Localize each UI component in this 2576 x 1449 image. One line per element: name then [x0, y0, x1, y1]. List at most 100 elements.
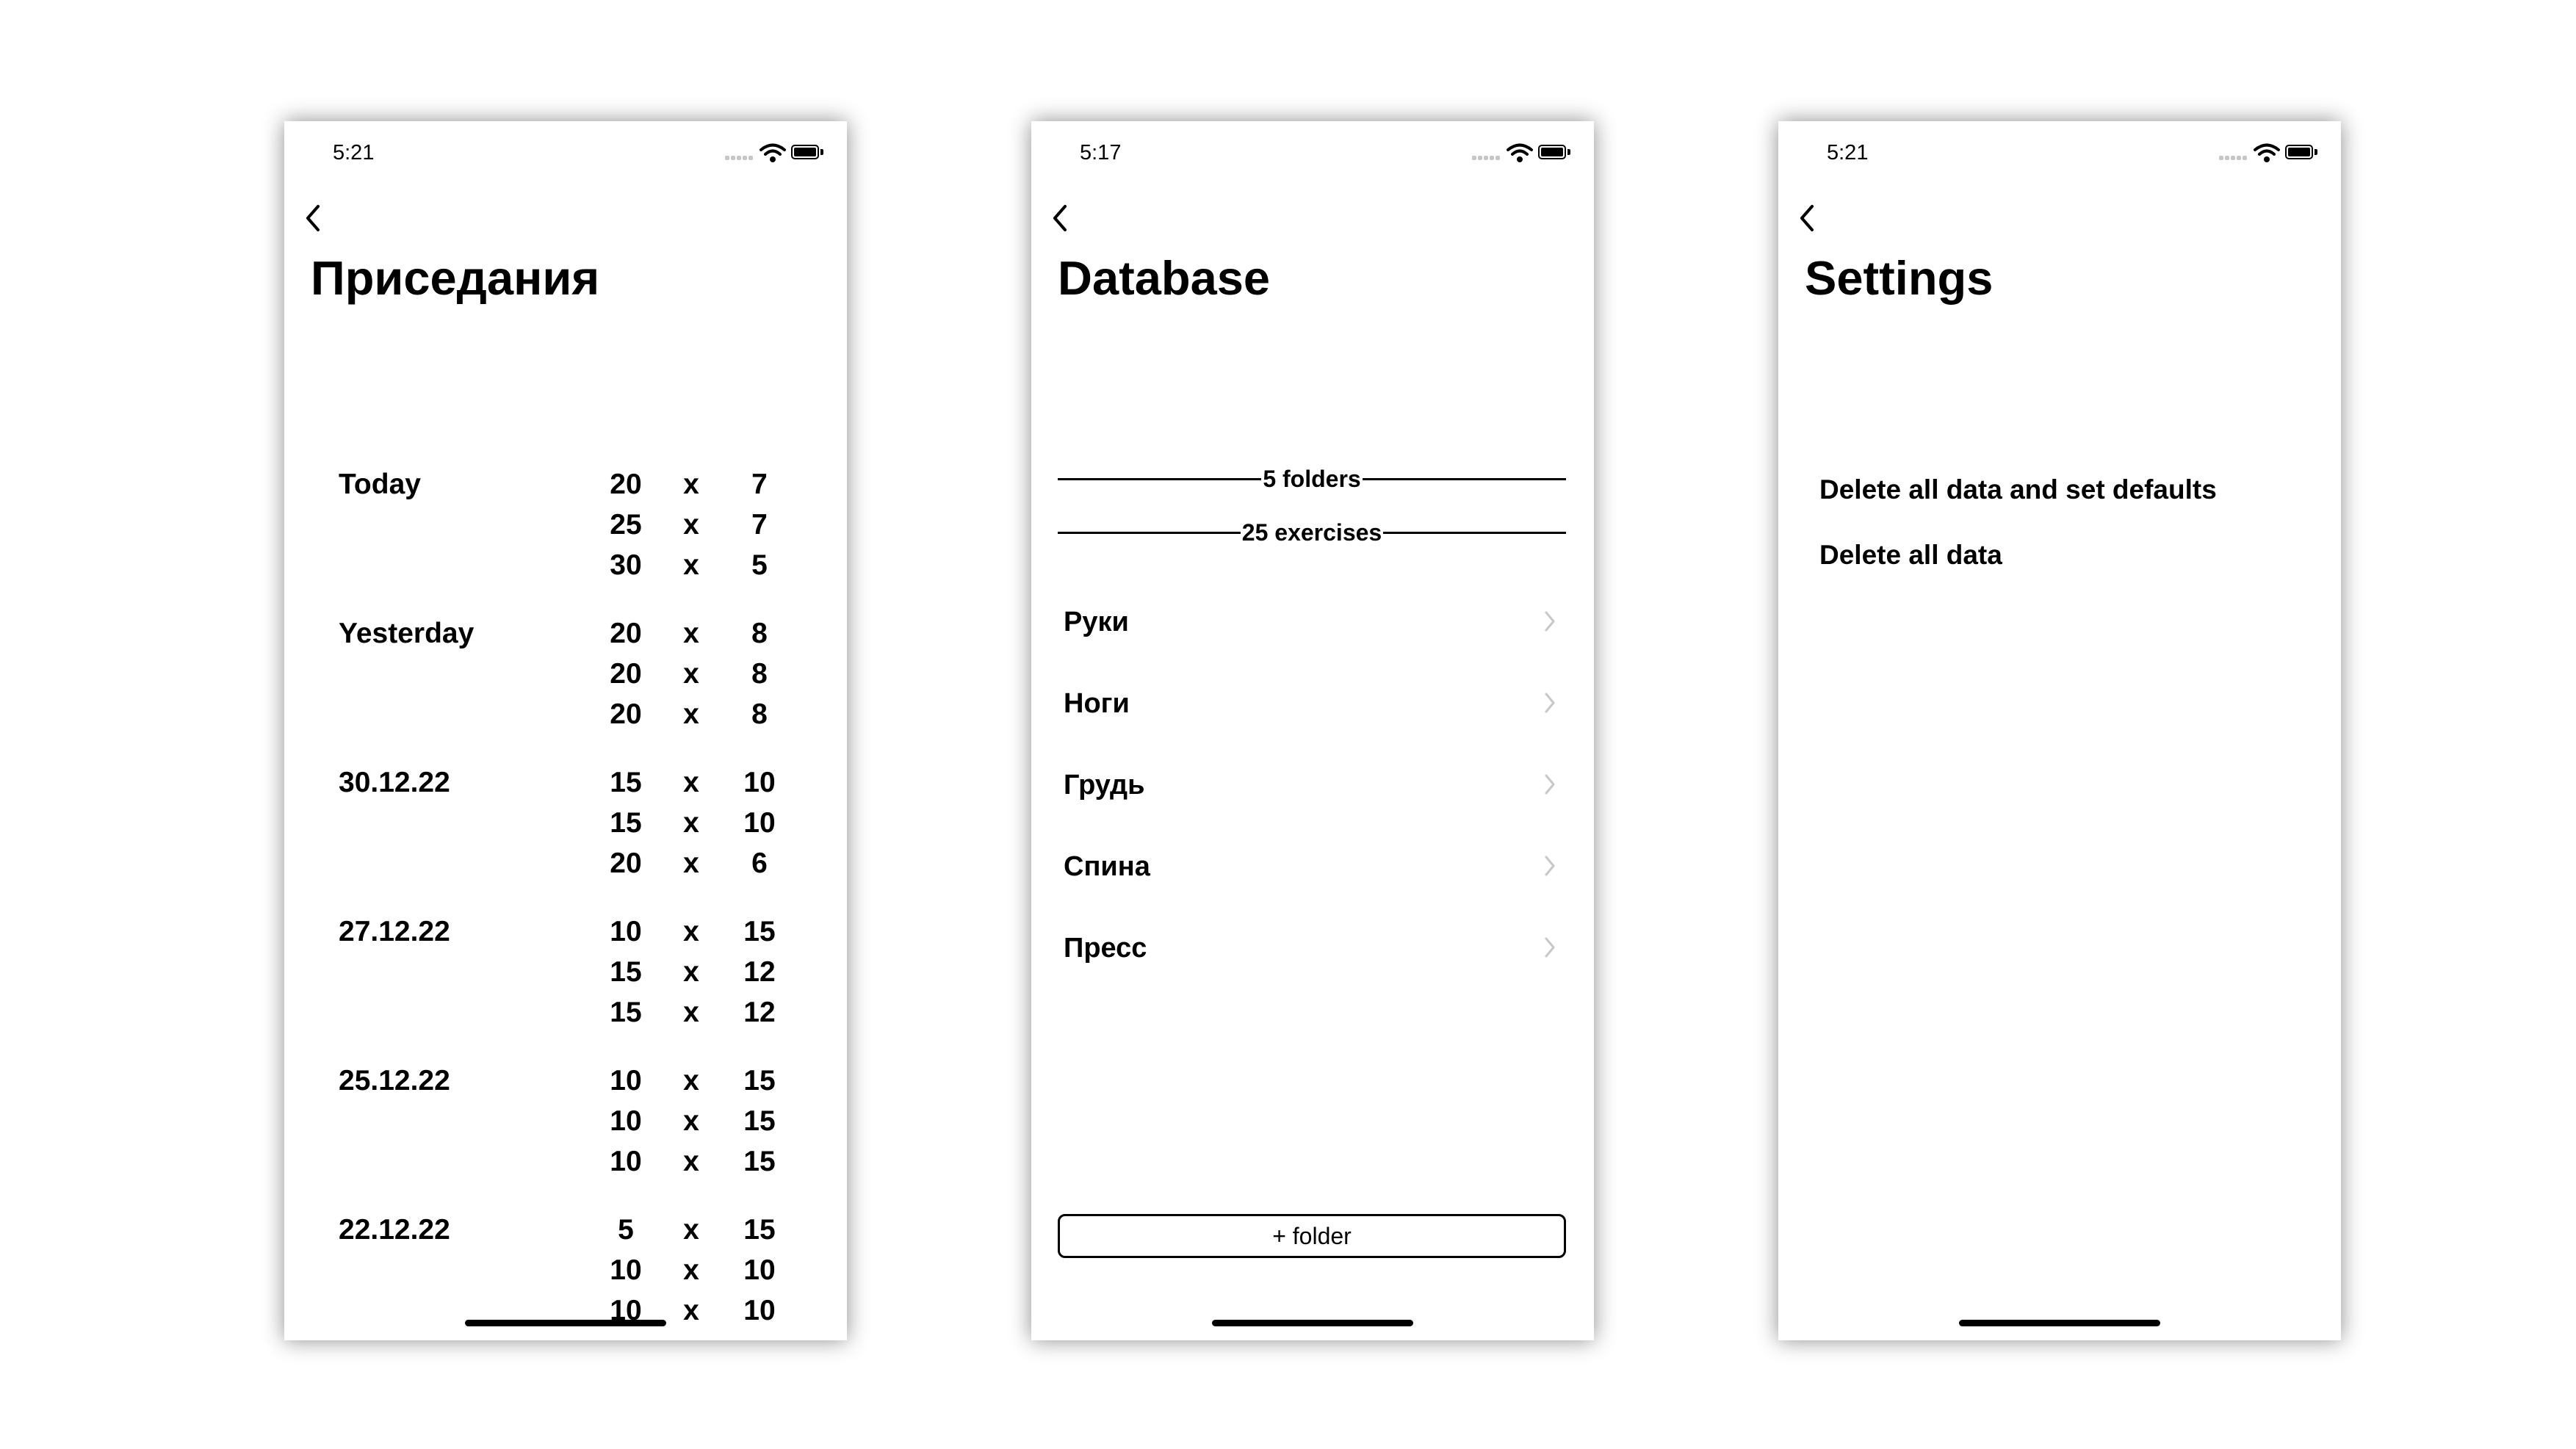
phone-screen-database: 5:17 Database 5 folders 25 exercises Рук… — [1031, 121, 1594, 1340]
set-reps: 10 — [743, 807, 776, 839]
times-sign: x — [683, 658, 699, 690]
set-weight: 20 — [610, 698, 642, 730]
folders-count-label: 5 folders — [1261, 466, 1363, 492]
set-reps: 15 — [743, 1214, 776, 1246]
set-weight: 15 — [610, 956, 642, 988]
phone-screen-settings: 5:21 Settings Delete all data and set de… — [1778, 121, 2341, 1340]
battery-icon — [791, 145, 825, 161]
set-weight: 5 — [618, 1214, 634, 1246]
home-indicator — [1212, 1320, 1413, 1326]
times-sign: x — [683, 509, 699, 541]
cellular-signal-icon — [1472, 154, 1500, 160]
divider-line — [1312, 532, 1566, 534]
times-sign: x — [683, 1146, 699, 1177]
chevron-right-icon — [1545, 937, 1555, 958]
folder-row[interactable]: Пресс — [1064, 919, 1566, 978]
times-sign: x — [683, 469, 699, 500]
set-reps: 15 — [743, 916, 776, 947]
status-time: 5:21 — [333, 141, 375, 165]
set-reps: 15 — [743, 1065, 776, 1096]
times-sign: x — [683, 807, 699, 839]
set-reps: 10 — [743, 1295, 776, 1326]
set-weight: 30 — [610, 549, 642, 581]
set-weight: 25 — [610, 509, 642, 541]
set-weight: 10 — [610, 1254, 642, 1286]
set-weight: 15 — [610, 997, 642, 1028]
chevron-right-icon — [1545, 611, 1555, 632]
battery-icon — [2285, 145, 2319, 161]
page-title: Database — [1058, 251, 1271, 305]
folder-row[interactable]: Грудь — [1064, 756, 1566, 814]
chevron-left-icon[interactable] — [1046, 202, 1075, 234]
day-label: Today — [339, 469, 421, 500]
add-folder-button[interactable]: + folder — [1058, 1214, 1566, 1258]
times-sign: x — [683, 1105, 699, 1137]
set-row: 15 x 10 — [284, 805, 847, 842]
chevron-left-icon[interactable] — [1793, 202, 1822, 234]
divider-line — [1058, 532, 1312, 534]
times-sign: x — [683, 956, 699, 988]
day-label: Yesterday — [339, 618, 475, 649]
set-reps: 15 — [743, 1105, 776, 1137]
times-sign: x — [683, 1065, 699, 1096]
exercises-count-divider: 25 exercises — [1058, 514, 1566, 551]
set-row: 20 x 6 — [284, 845, 847, 882]
set-row: 20 x 8 — [284, 696, 847, 733]
times-sign: x — [683, 1254, 699, 1286]
folder-label: Спина — [1064, 851, 1150, 882]
times-sign: x — [683, 997, 699, 1028]
set-row: 5 x 15 — [284, 1212, 847, 1249]
folders-count-divider: 5 folders — [1058, 460, 1566, 497]
day-label: 25.12.22 — [339, 1065, 450, 1096]
status-time: 5:17 — [1080, 141, 1122, 165]
times-sign: x — [683, 698, 699, 730]
wifi-icon — [760, 143, 786, 162]
folder-row[interactable]: Руки — [1064, 593, 1566, 651]
times-sign: x — [683, 1214, 699, 1246]
set-row: 25 x 7 — [284, 507, 847, 543]
set-reps: 5 — [751, 549, 768, 581]
set-reps: 8 — [751, 698, 768, 730]
set-reps: 12 — [743, 997, 776, 1028]
delete-all-data-and-set-defaults-button[interactable]: Delete all data and set defaults — [1819, 474, 2217, 505]
set-weight: 20 — [610, 658, 642, 690]
delete-all-data-button[interactable]: Delete all data — [1819, 540, 2002, 570]
set-row: 15 x 12 — [284, 954, 847, 991]
divider-line — [1312, 478, 1566, 480]
day-label: 27.12.22 — [339, 916, 450, 947]
set-weight: 10 — [610, 916, 642, 947]
set-reps: 12 — [743, 956, 776, 988]
folder-label: Ноги — [1064, 688, 1130, 719]
times-sign: x — [683, 848, 699, 879]
set-weight: 10 — [610, 1105, 642, 1137]
times-sign: x — [683, 618, 699, 649]
times-sign: x — [683, 1295, 699, 1326]
folder-row[interactable]: Ноги — [1064, 674, 1566, 733]
set-reps: 7 — [751, 509, 768, 541]
folder-row[interactable]: Спина — [1064, 837, 1566, 896]
status-icons — [1472, 142, 1572, 164]
set-reps: 10 — [743, 767, 776, 798]
set-weight: 15 — [610, 807, 642, 839]
divider-line — [1058, 478, 1312, 480]
chevron-left-icon[interactable] — [299, 202, 328, 234]
status-icons — [725, 142, 825, 164]
set-reps: 6 — [751, 848, 768, 879]
folder-label: Руки — [1064, 607, 1129, 637]
home-indicator — [465, 1320, 666, 1326]
chevron-right-icon — [1545, 856, 1555, 876]
battery-icon — [1538, 145, 1572, 161]
wifi-icon — [2254, 143, 2280, 162]
set-weight: 20 — [610, 848, 642, 879]
